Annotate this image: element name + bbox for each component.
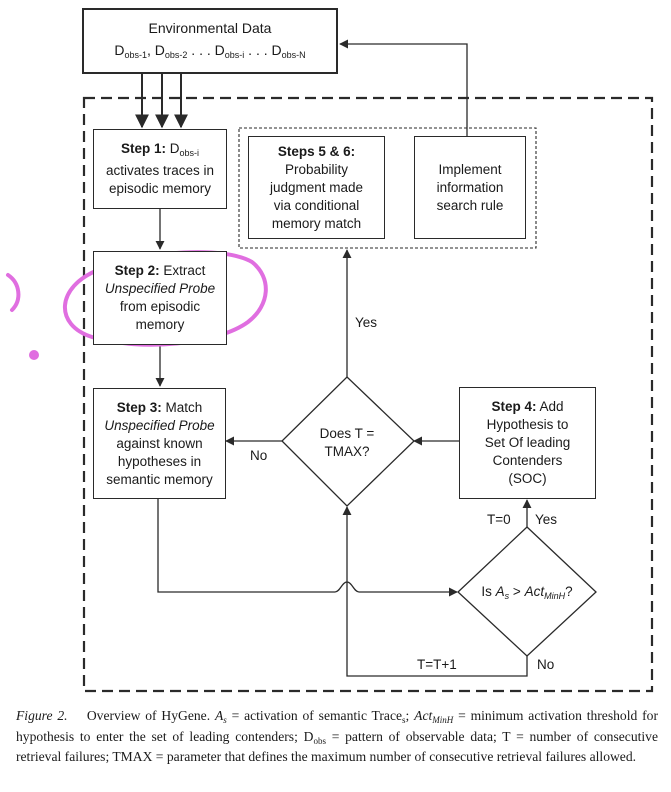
decision-activation-text: Is As > ActMinH?: [481, 584, 573, 601]
label-no-left: No: [250, 448, 268, 463]
figure-caption: Figure 2. Overview of HyGene. As = activ…: [16, 708, 659, 764]
step-3-box: Step 3: Match Unspecified Probe against …: [93, 388, 226, 499]
steps-5-6-box: Steps 5 & 6: Probability judgment made v…: [248, 136, 385, 239]
label-yes-right: Yes: [535, 512, 558, 527]
decision-diamond-activation: [457, 526, 597, 657]
env-title: Environmental Data: [148, 19, 272, 36]
label-no-bottom: No: [537, 657, 555, 672]
label-t-zero: T=0: [487, 512, 511, 527]
environmental-data-box: Environmental Data Dobs-1, Dobs-2 . . . …: [82, 8, 338, 74]
flowchart-lines: [6, 39, 654, 693]
label-t-increment: T=T+1: [417, 657, 457, 672]
decision-tmax-text: Does T = TMAX?: [319, 426, 375, 459]
env-observations: Dobs-1, Dobs-2 . . . Dobs-i . . . Dobs-N: [114, 41, 306, 60]
implement-search-rule-box: Implement information search rule: [414, 136, 526, 239]
label-yes-top: Yes: [355, 315, 378, 330]
step-1-box: Step 1: Dobs-i activates traces in episo…: [93, 129, 227, 209]
step-4-box: Step 4: Add Hypothesis to Set Of leading…: [459, 387, 596, 499]
decision-diamond-tmax: [281, 376, 415, 507]
step-2-box: Step 2: Extract Unspecified Probe from e…: [93, 251, 227, 345]
outer-dashed-boundary: [82, 96, 654, 693]
annotation-dot: [29, 350, 39, 360]
inner-dotted-boundary: [238, 127, 537, 249]
